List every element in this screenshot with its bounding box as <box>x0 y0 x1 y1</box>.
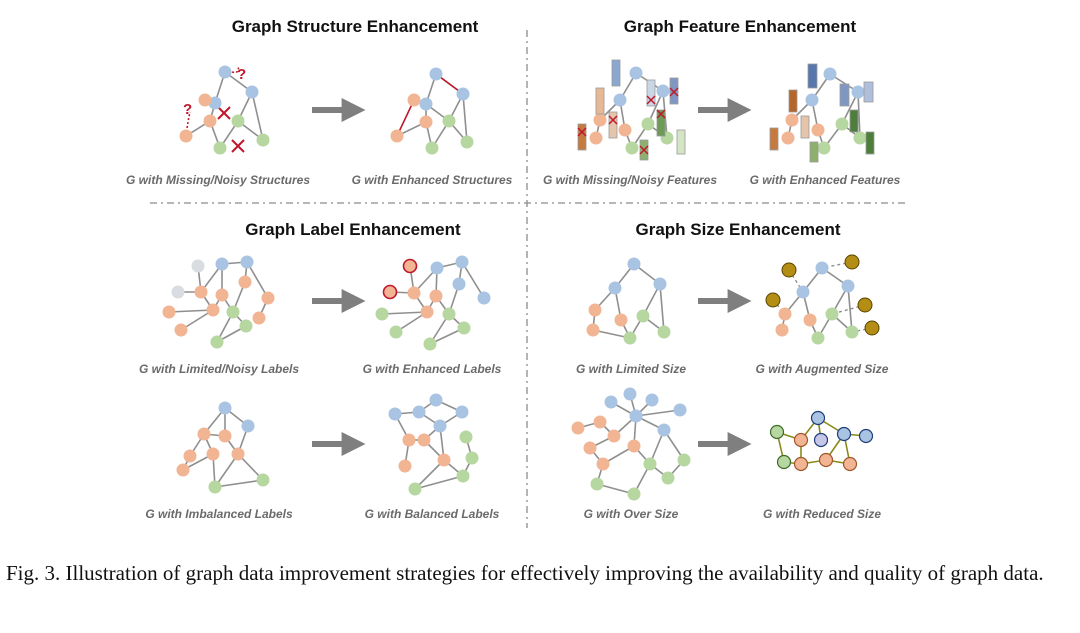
feature-right-nodes <box>781 67 867 155</box>
size-r2-left-nodes <box>571 387 691 501</box>
feature-panel-title: Graph Feature Enhancement <box>624 17 857 36</box>
structure-left-graph <box>185 71 264 149</box>
label-r2-right-nodes <box>388 393 479 496</box>
size-row2-right-label: G with Reduced Size <box>763 507 881 521</box>
structure-left-nodes <box>179 65 270 155</box>
figure-canvas: Graph Structure Enhancement Graph Featur… <box>126 17 908 528</box>
structure-right-label: G with Enhanced Structures <box>352 173 513 187</box>
figure-caption: Fig. 3. Illustration of graph data impro… <box>6 561 1044 585</box>
structure-right-graph <box>396 73 468 149</box>
feature-missing-marks <box>577 87 679 155</box>
size-r1-right-graph <box>781 267 853 339</box>
label-panel-title: Graph Label Enhancement <box>245 220 461 239</box>
label-row2-left-label: G with Imbalanced Labels <box>145 507 293 521</box>
size-r1-right-nodes <box>765 254 880 345</box>
size-row1-left-label: G with Limited Size <box>576 362 686 376</box>
structure-question-mark-2: ? <box>237 66 246 83</box>
structure-left-noise <box>185 65 240 137</box>
feature-left-nodes <box>589 66 674 155</box>
label-r2-left-nodes <box>176 401 270 494</box>
structure-right-nodes <box>390 67 474 155</box>
label-r2-left-graph <box>182 407 264 488</box>
structure-left-label: G with Missing/Noisy Structures <box>126 173 310 187</box>
structure-noise-cross-1 <box>217 106 231 120</box>
feature-right-vectors <box>769 63 875 163</box>
feature-left-label: G with Missing/Noisy Features <box>543 173 717 187</box>
structure-noise-cross-2 <box>231 139 245 153</box>
structure-panel-title: Graph Structure Enhancement <box>232 17 479 36</box>
label-row1-right-label: G with Enhanced Labels <box>363 362 502 376</box>
size-row1-right-label: G with Augmented Size <box>756 362 889 376</box>
size-panel-title: Graph Size Enhancement <box>636 220 841 239</box>
label-row1-left-label: G with Limited/Noisy Labels <box>139 362 299 376</box>
size-r2-right-nodes <box>769 410 874 472</box>
label-r1-left-nodes <box>162 255 275 349</box>
label-r1-right-nodes <box>375 255 491 351</box>
size-r1-left-graph <box>592 263 665 339</box>
size-row2-left-label: G with Over Size <box>584 507 679 521</box>
structure-question-mark-1: ? <box>183 101 192 118</box>
feature-right-label: G with Enhanced Features <box>750 173 901 187</box>
label-row2-right-label: G with Balanced Labels <box>365 507 500 521</box>
feature-left-graph <box>595 72 668 149</box>
size-r1-left-nodes <box>586 257 671 345</box>
